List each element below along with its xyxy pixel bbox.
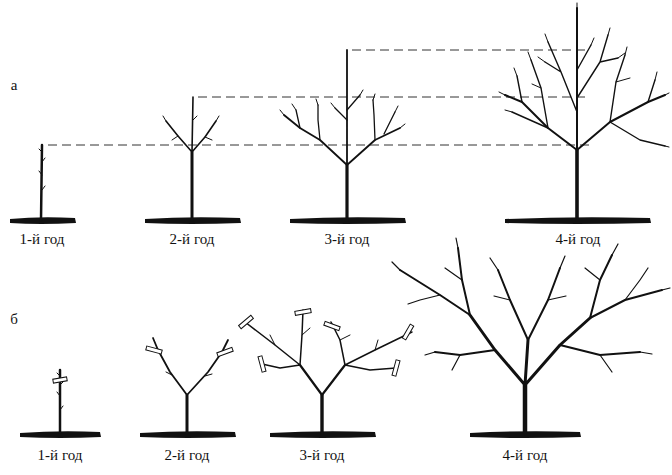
year-label: 4-й год bbox=[556, 232, 601, 247]
ground bbox=[10, 217, 651, 438]
tree-row-b bbox=[57, 238, 670, 433]
pruning-cut bbox=[53, 309, 414, 384]
year-label: 2-й год bbox=[165, 448, 210, 463]
year-label: 3-й год bbox=[300, 448, 345, 463]
year-label: 3-й год bbox=[325, 232, 370, 247]
year-label: 2-й год bbox=[170, 232, 215, 247]
year-label: 4-й год bbox=[503, 448, 548, 463]
row-letter: б bbox=[10, 312, 18, 327]
year-label: 1-й год bbox=[20, 232, 65, 247]
year-label: 1-й год bbox=[38, 448, 83, 463]
tree-row-a bbox=[39, 3, 669, 220]
row-letter: а bbox=[11, 78, 18, 93]
